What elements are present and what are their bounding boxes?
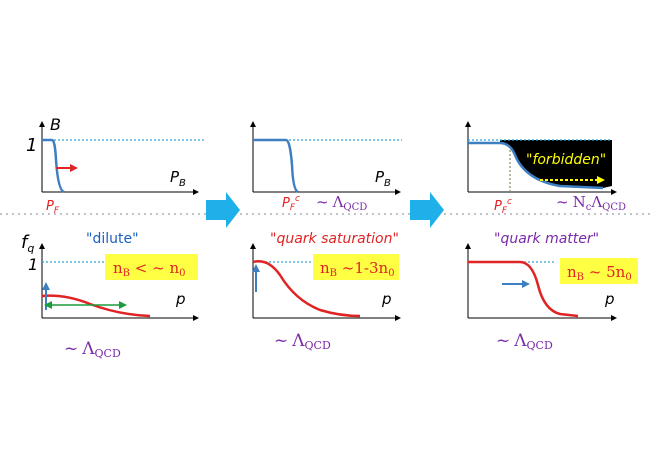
top1-below-label: PF (46, 199, 60, 216)
bot1-y-label: fq (21, 232, 34, 255)
bot1-density-box (105, 254, 198, 280)
top2-lambda-label: ~ΛQCD (316, 193, 367, 213)
top1-one-label: 1 (26, 135, 37, 156)
top-panel-3: "forbidden" PFc ~NcΛQCD (465, 121, 626, 216)
top1-x-label: PB (170, 168, 186, 189)
bot2-title: "quark saturation" (270, 231, 399, 247)
bottom-panel-1: fq 1 "dilute" nB < ~ n0 p ~ΛQCD (21, 231, 199, 360)
bot1-under-label: ~ΛQCD (64, 339, 121, 360)
top3-below-label: PFc (494, 197, 512, 216)
bottom-panel-3: "quark matter" nB ~ 5n0 p ~ΛQCD (465, 231, 638, 352)
top3-distribution-curve (468, 141, 604, 190)
bot2-under-label: ~ΛQCD (274, 331, 331, 352)
bot1-title: "dilute" (86, 231, 139, 247)
bot2-density-text: nB ~1-3n0 (320, 259, 395, 279)
bot1-density-text: nB < ~ n0 (113, 259, 186, 279)
bot2-x-label: p (381, 290, 392, 308)
top-panel-1: B 1 PB PF (26, 115, 205, 216)
top1-y-label: B (50, 115, 61, 134)
bot3-under-label: ~ΛQCD (496, 331, 553, 352)
bot2-density-box (313, 254, 399, 280)
transition-arrow-2 (410, 192, 444, 228)
top2-x-label: PB (375, 168, 391, 189)
bot3-title: "quark matter" (494, 231, 599, 247)
bot3-x-label: p (604, 290, 615, 308)
bot1-distribution-curve (41, 294, 151, 318)
bot1-x-label: p (175, 290, 186, 308)
bot3-density-box (560, 258, 638, 284)
top3-nc-lambda-label: ~NcΛQCD (556, 193, 626, 213)
top2-below-label: PFc (282, 194, 300, 213)
bot2-distribution-curve (252, 260, 361, 318)
top2-distribution-curve (253, 138, 299, 194)
bot3-distribution-curve (468, 260, 579, 318)
bottom-panel-2: "quark saturation" nB ~1-3n0 p ~ΛQCD (250, 231, 401, 352)
transition-arrow-1 (206, 192, 240, 228)
bot3-density-text: nB ~ 5n0 (567, 263, 632, 283)
forbidden-region (500, 140, 612, 188)
top-panel-2: PB PFc ~ΛQCD (250, 121, 402, 213)
forbidden-label: "forbidden" (526, 152, 606, 168)
top1-distribution-curve (42, 138, 65, 194)
bot1-one-label: 1 (28, 255, 38, 274)
